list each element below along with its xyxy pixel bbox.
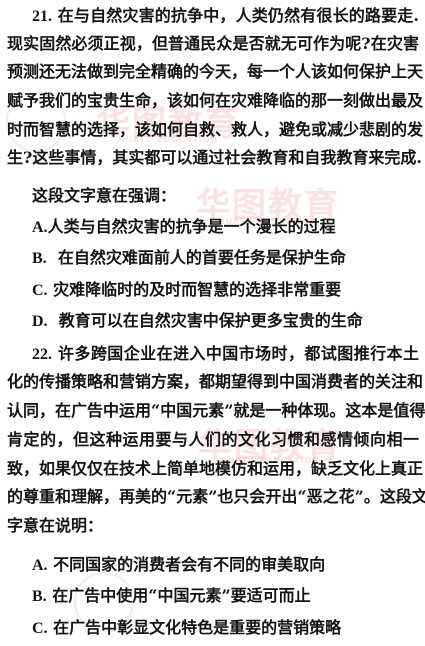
option-letter: A. — [32, 557, 48, 574]
question-22-line-3: 认同，在广告中运用“中国元素”就是一种体现。这本是值得 — [7, 401, 425, 420]
option-text: 在广告中彰显文化特色是重要的营销策略 — [53, 618, 342, 637]
question-21-option-b[interactable]: B. 在自然灾难面前人的首要任务是保护生命 — [0, 248, 425, 268]
option-text: 不同国家的消费者会有不同的审美取向 — [53, 555, 326, 574]
option-letter: B. — [32, 588, 47, 605]
question-22-line-1: 22. 许多跨国企业在进入中国市场时，都试图推行本土 — [0, 344, 425, 364]
option-letter: C. — [32, 620, 48, 637]
option-text: 在广告中使用“中国元素”要适可而止 — [52, 586, 311, 605]
question-21-option-c[interactable]: C. 灾难降临时的及时而智慧的选择非常重要 — [0, 280, 425, 300]
question-21-option-d[interactable]: D. 教育可以在自然灾害中保护更多宝贵的生命 — [0, 311, 425, 331]
question-22-text: 许多跨国企业在进入中国市场时，都试图推行本土 — [58, 344, 419, 363]
option-letter: C. — [32, 282, 48, 299]
option-text: 灾难降临时的及时而智慧的选择非常重要 — [53, 280, 342, 299]
question-21-option-a[interactable]: A.人类与自然灾害的抗争是一个漫长的过程 — [0, 217, 425, 237]
question-21-prompt: 这段文字意在强调： — [32, 186, 177, 205]
question-22-line-4: 肯定的，但这种运用要与人们的文化习惯和感情倾向相一 — [7, 430, 419, 449]
question-22-line-6: 的尊重和理解，再美的“元素”也只会开出“恶之花”。这段文 — [7, 487, 425, 506]
question-22-line-7: 字意在说明： — [7, 516, 104, 535]
option-text: 人类与自然灾害的抗争是一个漫长的过程 — [47, 217, 336, 236]
question-22-number: 22. — [32, 346, 52, 363]
question-21-text: 在与自然灾害的抗争中，人类仍然有很长的路要走. — [57, 6, 419, 25]
question-22-option-a[interactable]: A. 不同国家的消费者会有不同的审美取向 — [0, 555, 425, 575]
option-text: 教育可以在自然灾害中保护更多宝贵的生命 — [58, 311, 363, 330]
question-21-line-4: 赋予我们的宝贵生命，该如何在灾难降临的那一刻做出最及 — [7, 91, 424, 110]
question-21-line-1: 21. 在与自然灾害的抗争中，人类仍然有很长的路要走. — [0, 6, 425, 26]
question-21-line-5: 时而智慧的选择，该如何自救、救人，避免或减少悲剧的发 — [7, 120, 424, 139]
question-22-option-b[interactable]: B. 在广告中使用“中国元素”要适可而止 — [0, 586, 425, 606]
question-21-line-6: 生?这些事情，其实都可以通过社会教育和自我教育来完成. — [7, 148, 422, 167]
option-letter: B. — [32, 250, 47, 267]
question-22-option-c[interactable]: C. 在广告中彰显文化特色是重要的营销策略 — [0, 618, 425, 638]
option-text: 在自然灾难面前人的首要任务是保护生命 — [57, 248, 346, 267]
option-letter: D. — [32, 313, 48, 330]
question-21-number: 21. — [32, 8, 52, 25]
question-21-line-2: 现实固然必须正视，但普通民众是否就无可作为呢?在灾害 — [7, 34, 419, 53]
question-22-line-2: 化的传播策略和营销方案，都期望得到中国消费者的关注和 — [7, 372, 424, 391]
question-22-line-5: 致，如果仅仅在技术上简单地模仿和运用，缺乏文化上真正 — [7, 459, 424, 478]
option-letter: A. — [32, 219, 48, 236]
question-21-line-3: 预测还无法做到完全精确的今天，每一个人该如何保护上天 — [7, 62, 424, 81]
